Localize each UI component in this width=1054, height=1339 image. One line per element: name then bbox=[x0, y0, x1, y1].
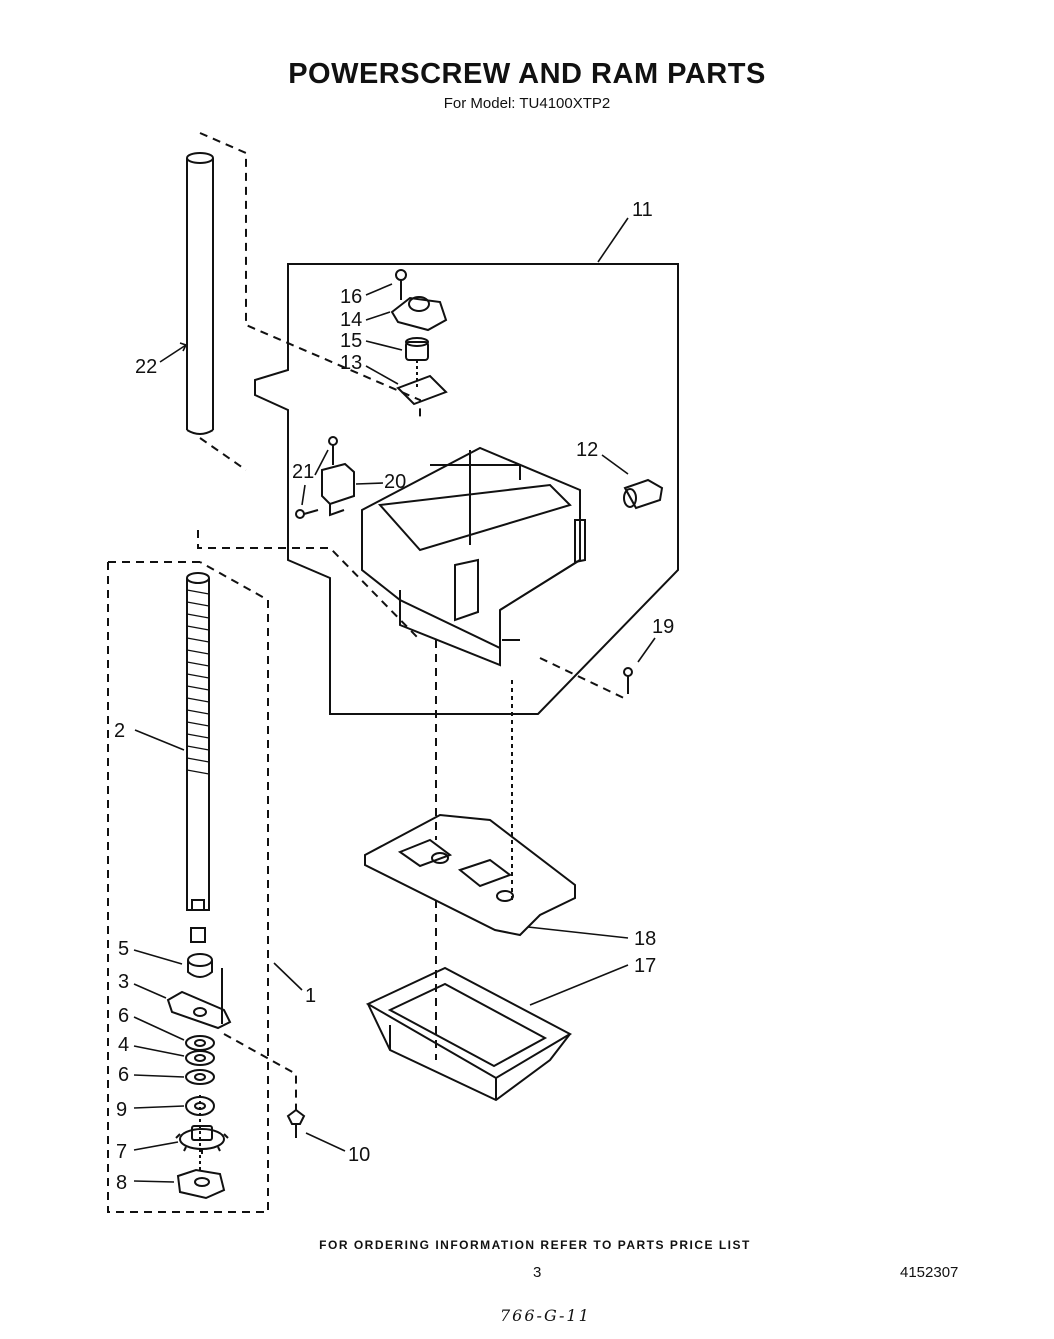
part-8-nut bbox=[176, 1168, 226, 1200]
part-3-flange bbox=[166, 990, 232, 1030]
part-6-washer-top bbox=[185, 1035, 215, 1051]
part-9-bearing bbox=[185, 1096, 215, 1116]
ram-housing bbox=[361, 446, 586, 667]
callout-21: 21 bbox=[292, 461, 314, 483]
callout-18: 18 bbox=[634, 928, 656, 950]
callout-15: 15 bbox=[340, 330, 362, 352]
callout-17: 17 bbox=[634, 955, 656, 977]
part-18-gasket bbox=[364, 813, 576, 937]
callout-19: 19 bbox=[652, 616, 674, 638]
assembly-1-outline bbox=[107, 561, 269, 1213]
callout-7: 7 bbox=[116, 1141, 127, 1163]
model-subtitle: For Model: TU4100XTP2 bbox=[443, 95, 611, 112]
assembly-11-outline bbox=[254, 263, 679, 715]
part-13-plate bbox=[396, 360, 448, 406]
part-20-bracket bbox=[321, 462, 355, 517]
document-number: 4152307 bbox=[900, 1264, 959, 1281]
callout-1: 1 bbox=[305, 985, 316, 1007]
callout-12: 12 bbox=[576, 439, 598, 461]
callout-5: 5 bbox=[118, 938, 129, 960]
page-number: 3 bbox=[533, 1264, 542, 1281]
part-19-screw bbox=[623, 667, 633, 694]
part-6-washer-bottom bbox=[185, 1069, 215, 1085]
ordering-note: FOR ORDERING INFORMATION REFER TO PARTS … bbox=[319, 1238, 751, 1252]
part-21-screws bbox=[295, 436, 338, 519]
part-15-nut bbox=[405, 337, 429, 361]
part-4-washer bbox=[185, 1050, 215, 1066]
part-14-cap bbox=[390, 296, 448, 332]
callout-11: 11 bbox=[632, 199, 653, 221]
callout-14: 14 bbox=[340, 309, 362, 331]
callout-16: 16 bbox=[340, 286, 362, 308]
part-17-tray bbox=[365, 966, 573, 1102]
part-12 bbox=[623, 478, 664, 510]
part-10-screw bbox=[286, 1108, 306, 1138]
callout-20: 20 bbox=[384, 471, 406, 493]
callout-8: 8 bbox=[116, 1172, 127, 1194]
callout-10: 10 bbox=[348, 1144, 370, 1166]
callout-4: 4 bbox=[118, 1034, 129, 1056]
handwritten-note: 766-G-11 bbox=[500, 1306, 591, 1325]
callout-22: 22 bbox=[135, 356, 157, 378]
part-16-screw bbox=[395, 269, 407, 300]
callout-2: 2 bbox=[114, 720, 125, 742]
callout-6-bottom: 6 bbox=[118, 1064, 129, 1086]
page-title: POWERSCREW AND RAM PARTS bbox=[288, 58, 766, 90]
part-22-tube bbox=[186, 152, 214, 435]
callout-6-top: 6 bbox=[118, 1005, 129, 1027]
callout-9: 9 bbox=[116, 1099, 127, 1121]
part-7-sprocket bbox=[175, 1125, 229, 1154]
callout-3: 3 bbox=[118, 971, 129, 993]
part-2-powerscrew bbox=[186, 572, 210, 943]
callout-13: 13 bbox=[340, 352, 362, 374]
part-5-bushing bbox=[187, 953, 213, 978]
